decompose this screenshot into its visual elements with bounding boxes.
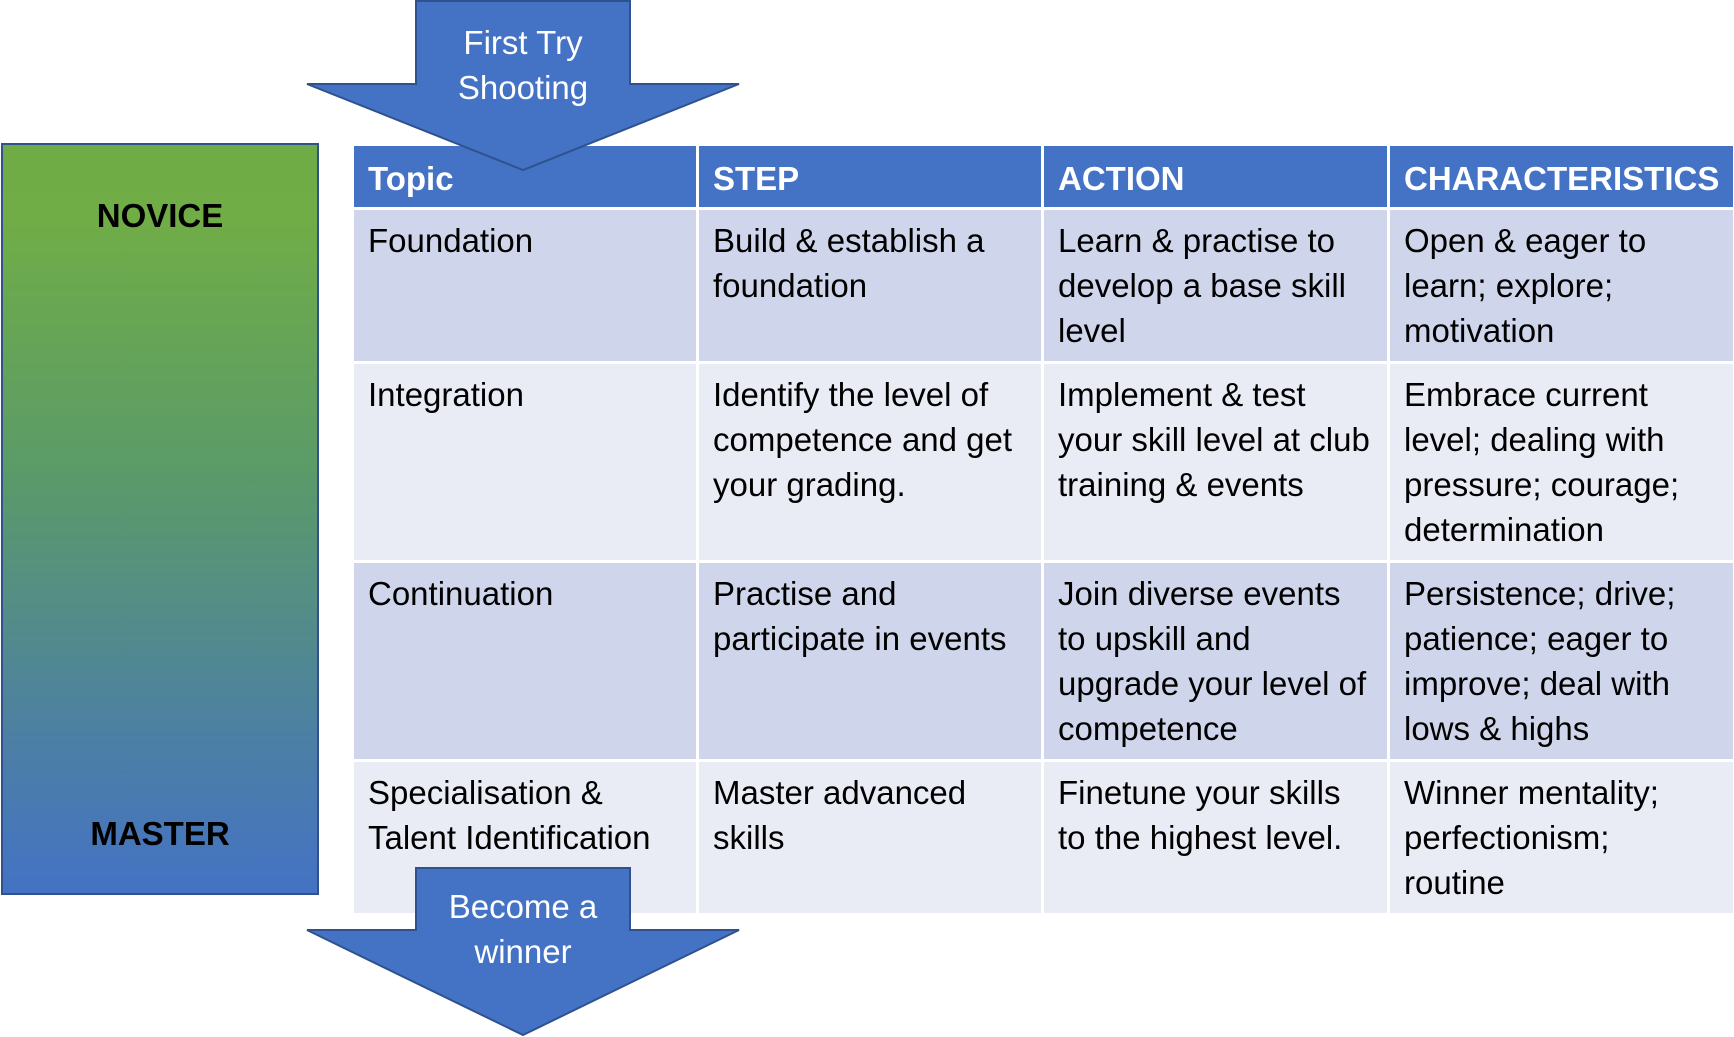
header-action: ACTION bbox=[1043, 145, 1389, 209]
cell-step: Master advanced skills bbox=[698, 761, 1043, 915]
cell-topic: Integration bbox=[353, 363, 698, 562]
table-row: Foundation Build & establish a foundatio… bbox=[353, 209, 1734, 363]
table-row: Integration Identify the level of compet… bbox=[353, 363, 1734, 562]
start-arrow: First Try Shooting bbox=[306, 0, 740, 172]
cell-topic: Continuation bbox=[353, 562, 698, 761]
end-arrow: Become a winner bbox=[306, 867, 740, 1037]
start-arrow-label: First Try Shooting bbox=[416, 20, 630, 110]
cell-action: Implement & test your skill level at clu… bbox=[1043, 363, 1389, 562]
cell-action: Learn & practise to develop a base skill… bbox=[1043, 209, 1389, 363]
cell-topic: Foundation bbox=[353, 209, 698, 363]
cell-step: Identify the level of competence and get… bbox=[698, 363, 1043, 562]
cell-characteristics: Open & eager to learn; explore; motivati… bbox=[1389, 209, 1734, 363]
cell-action: Finetune your skills to the highest leve… bbox=[1043, 761, 1389, 915]
table-row: Continuation Practise and participate in… bbox=[353, 562, 1734, 761]
master-label: MASTER bbox=[3, 815, 317, 853]
cell-characteristics: Winner mentality; perfectionism; routine bbox=[1389, 761, 1734, 915]
cell-action: Join diverse events to upskill and upgra… bbox=[1043, 562, 1389, 761]
header-characteristics: CHARACTERISTICS bbox=[1389, 145, 1734, 209]
novice-master-gradient-bar: NOVICE MASTER bbox=[1, 143, 319, 895]
cell-characteristics: Embrace current level; dealing with pres… bbox=[1389, 363, 1734, 562]
novice-label: NOVICE bbox=[3, 197, 317, 235]
header-step: STEP bbox=[698, 145, 1043, 209]
end-arrow-label: Become a winner bbox=[416, 884, 630, 974]
cell-step: Build & establish a foundation bbox=[698, 209, 1043, 363]
cell-characteristics: Persistence; drive; patience; eager to i… bbox=[1389, 562, 1734, 761]
cell-step: Practise and participate in events bbox=[698, 562, 1043, 761]
progression-table: Topic STEP ACTION CHARACTERISTICS Founda… bbox=[351, 143, 1734, 916]
